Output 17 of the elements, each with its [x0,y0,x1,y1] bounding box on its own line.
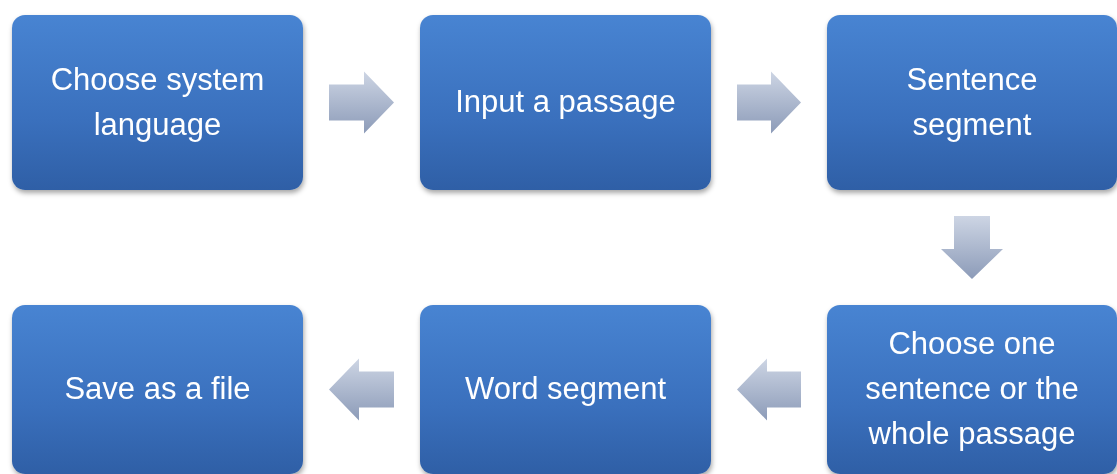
process-box [12,15,303,190]
box-label: Sentence segment [905,60,1039,144]
block-arrow [737,358,801,421]
block-arrow [329,358,394,421]
process-box [420,15,711,190]
block-arrow [941,216,1003,279]
process-box [827,305,1117,474]
box-label: Choose system language [49,60,266,144]
box-label: Word segment [465,370,666,409]
block-arrow [329,71,394,134]
box-label: Choose one sentence or the whole passage [864,325,1080,453]
box-label: Input a passage [455,83,676,122]
block-arrow [737,71,801,134]
process-box [420,305,711,474]
box-label: Save as a file [64,370,251,409]
process-box [12,305,303,474]
process-box [827,15,1117,190]
